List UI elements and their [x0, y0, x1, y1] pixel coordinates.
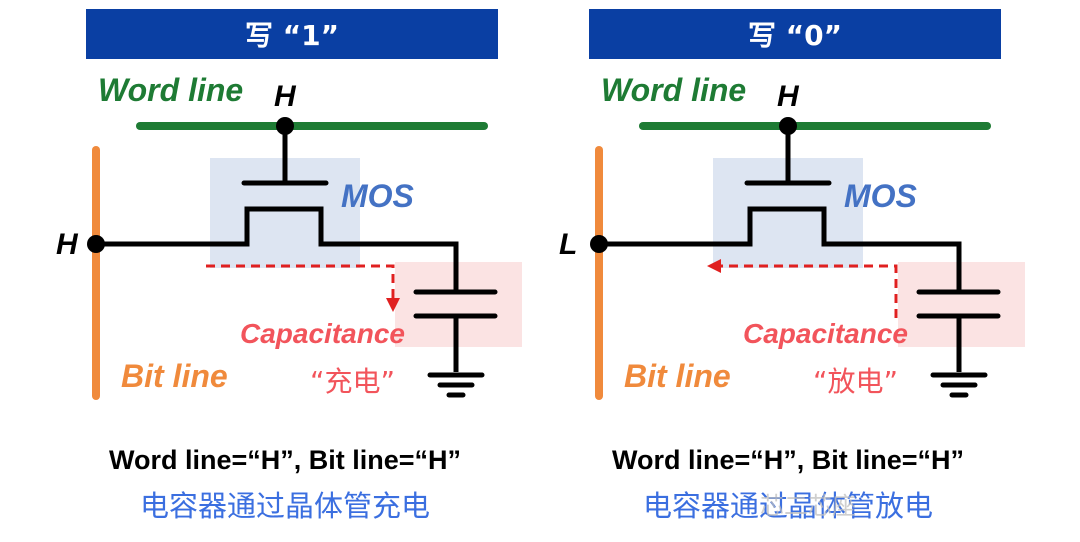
- watermark: 芯二芯座: [760, 492, 856, 520]
- bit-level-label: L: [559, 228, 578, 261]
- word-line-label: Word line: [601, 72, 747, 108]
- panel-title-banner: 写 “0”: [589, 9, 1001, 59]
- discharge-current-arrow: [721, 264, 898, 318]
- write-1-panel: 写 “1” Word line H H MOS Capacitance “充电”…: [56, 9, 522, 523]
- gate-node: [779, 117, 797, 135]
- discharge-arrowhead: [707, 259, 721, 273]
- mos-label: MOS: [341, 178, 414, 214]
- bit-line-label: Bit line: [624, 358, 731, 394]
- mos-label: MOS: [844, 178, 917, 214]
- capacitance-label: Capacitance: [240, 318, 405, 349]
- summary-text: 电容器通过晶体管放电: [642, 489, 933, 523]
- word-line-label: Word line: [98, 72, 244, 108]
- charge-current-arrow: [206, 264, 395, 298]
- condition-text: Word line=“H”, Bit line=“H”: [611, 445, 965, 475]
- mos-transistor: [599, 126, 1001, 398]
- gate-level-label: H: [274, 80, 296, 113]
- gate-level-label: H: [777, 80, 799, 113]
- discharge-label: “放电”: [813, 365, 899, 398]
- capacitance-label: Capacitance: [743, 318, 908, 349]
- mos-transistor: [96, 126, 498, 398]
- charge-label: “充电”: [310, 365, 396, 398]
- dram-cell-circuit: [590, 117, 1025, 400]
- summary-text: 电容器通过晶体管充电: [139, 489, 430, 523]
- condition-text: Word line=“H”, Bit line=“H”: [108, 445, 462, 475]
- bitline-node: [590, 235, 608, 253]
- gate-node: [276, 117, 294, 135]
- bit-level-label: H: [56, 228, 78, 261]
- charge-arrowhead: [386, 298, 400, 312]
- bitline-node: [87, 235, 105, 253]
- dram-cell-circuit: [87, 117, 522, 400]
- write-0-panel: 写 “0” Word line H L MOS Capacitance “放电”…: [503, 0, 1043, 542]
- bit-line-label: Bit line: [121, 358, 228, 394]
- panel-title-banner: 写 “1”: [86, 9, 498, 59]
